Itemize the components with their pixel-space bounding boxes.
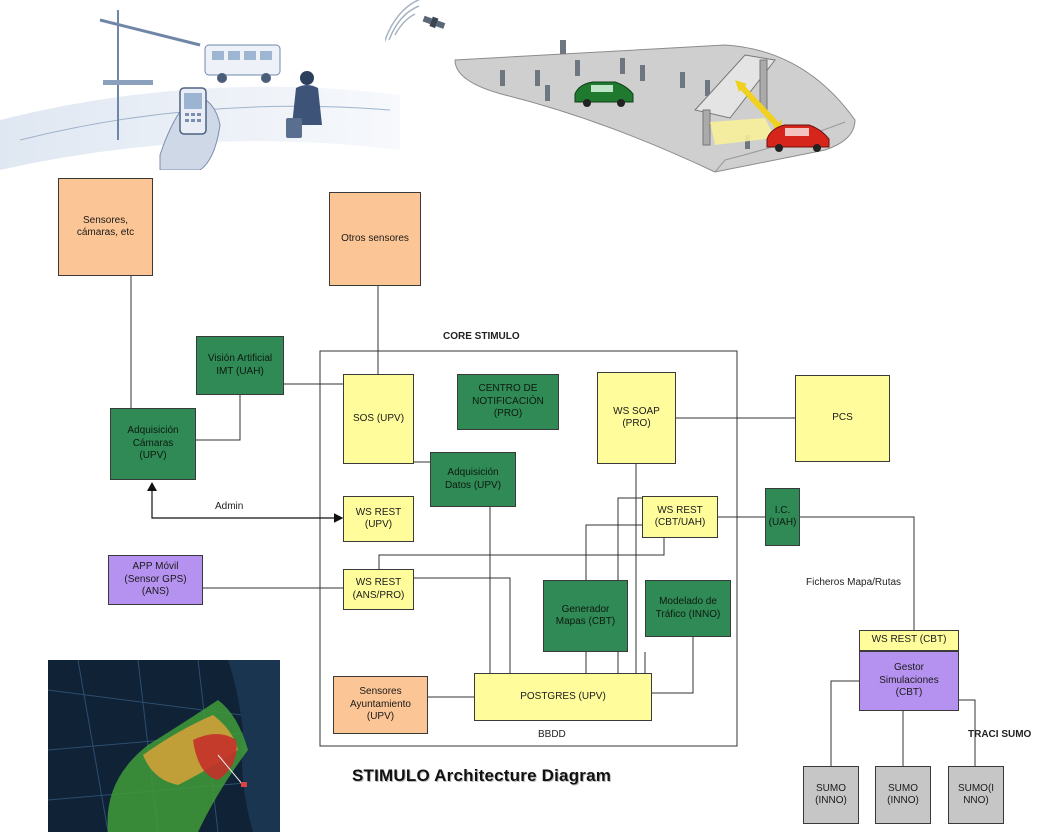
core-stimulo-frame [319,350,738,747]
node-ws-rest-upv: WS REST (UPV) [343,496,414,542]
admin-label: Admin [215,501,244,512]
bbdd-label: BBDD [538,729,566,740]
node-ic-uah: I.C. (UAH) [765,488,800,546]
node-ws-rest-ans-pro: WS REST (ANS/PRO) [343,569,414,610]
node-sos: SOS (UPV) [343,374,414,464]
node-ws-soap: WS SOAP (PRO) [597,372,676,464]
node-generador-mapas: Generador Mapas (CBT) [543,580,628,652]
diagram-title: STIMULO Architecture Diagram [352,766,612,785]
toll-gate-illustration [385,0,856,173]
node-sumo-3: SUMO(I NNO) [948,766,1004,824]
node-sensores-camaras: Sensores, cámaras, etc [58,178,153,276]
bus-stop-illustration [0,10,400,170]
node-pcs: PCS [795,375,890,462]
ficheros-label: Ficheros Mapa/Rutas [806,577,902,588]
node-ws-rest-cbt-uah: WS REST (CBT/UAH) [642,496,718,538]
node-adquisicion-camaras: Adquisición Cámaras (UPV) [110,408,196,480]
node-adquisicion-datos: Adquisición Datos (UPV) [430,452,516,507]
node-centro-notificacion: CENTRO DE NOTIFICACIÓN (PRO) [457,374,559,430]
node-sumo-2: SUMO (INNO) [875,766,931,824]
node-gestor-simulaciones: Gestor Simulaciones (CBT) [859,651,959,711]
traci-sumo-label: TRACI SUMO [968,729,1032,740]
traffic-map-image [48,660,280,832]
node-postgres: POSTGRES (UPV) [474,673,652,721]
node-sensores-ayuntamiento: Sensores Ayuntamiento (UPV) [333,676,428,734]
node-sumo-1: SUMO (INNO) [803,766,859,824]
core-stimulo-label: CORE STIMULO [443,331,520,342]
node-otros-sensores: Otros sensores [329,192,421,286]
node-modelado-trafico: Modelado de Tráfico (INNO) [645,580,731,637]
node-vision-artificial: Visión Artificial IMT (UAH) [196,336,284,395]
node-app-movil: APP Móvil (Sensor GPS) (ANS) [108,555,203,605]
node-ws-rest-cbt: WS REST (CBT) [859,630,959,651]
